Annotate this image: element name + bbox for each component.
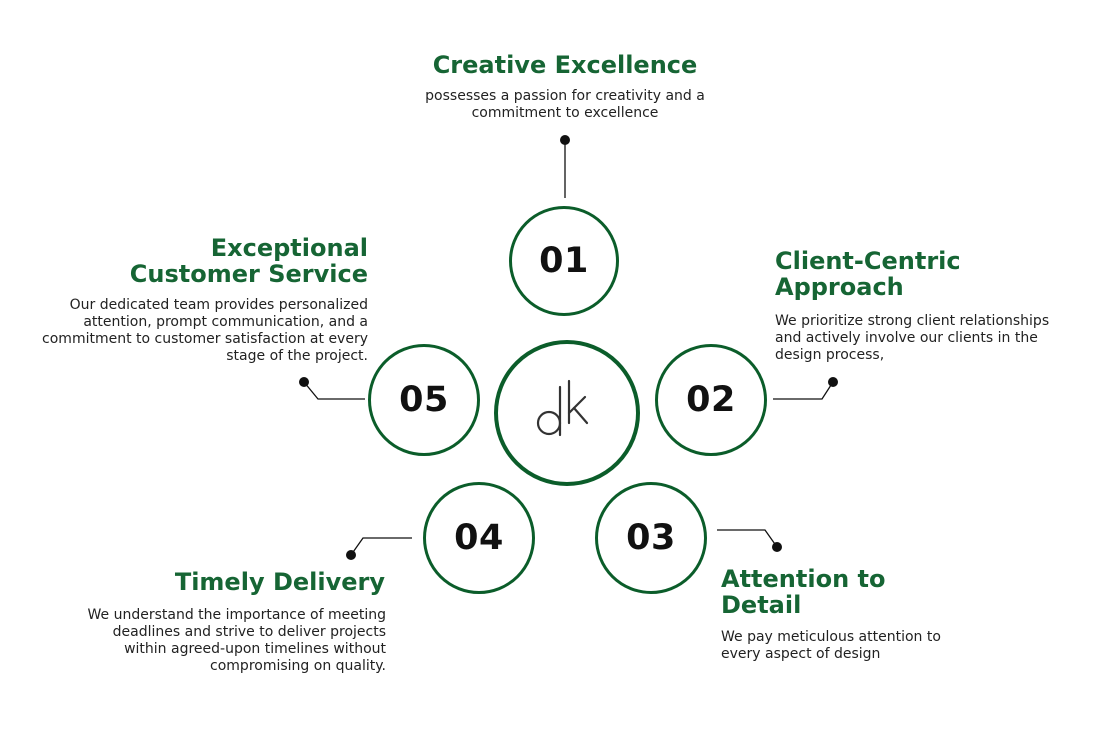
dk-logo-icon [536, 379, 589, 437]
center-logo-circle: dk [494, 340, 640, 486]
connector-dot-01 [560, 135, 570, 145]
desc-creative-excellence: possesses a passion for creativity and a… [425, 88, 705, 121]
desc-attention-to-detail: We pay meticulous attention to every asp… [721, 629, 941, 662]
desc-exceptional-customer-service: Our dedicated team provides personalized… [42, 297, 368, 364]
connector-dot-04 [346, 550, 356, 560]
title-creative-excellence: Creative Excellence [432, 51, 698, 79]
title-client-centric: Client-Centric Approach [775, 247, 961, 301]
circle-number-01: 01 [539, 241, 589, 281]
circle-number-05: 05 [399, 380, 449, 420]
circle-04: 04 [423, 482, 535, 594]
connector-dot-02 [828, 377, 838, 387]
circle-01: 01 [509, 206, 619, 316]
circle-number-02: 02 [686, 380, 736, 420]
connector-05 [303, 381, 365, 400]
title-attention-to-detail: Attention to Detail [721, 565, 886, 619]
connector-03 [717, 529, 778, 548]
circle-05: 05 [368, 344, 480, 456]
connector-dot-05 [299, 377, 309, 387]
circle-03: 03 [595, 482, 707, 594]
connector-02 [773, 381, 834, 400]
desc-timely-delivery: We understand the importance of meeting … [87, 607, 386, 674]
connector-04 [350, 537, 412, 556]
circle-number-03: 03 [626, 518, 676, 558]
title-timely-delivery: Timely Delivery [174, 568, 385, 596]
connector-dot-03 [772, 542, 782, 552]
title-exceptional-customer-service: Exceptional Customer Service [129, 234, 368, 288]
desc-client-centric: We prioritize strong client relationship… [775, 313, 1050, 363]
circle-number-04: 04 [454, 518, 504, 558]
circle-02: 02 [655, 344, 767, 456]
